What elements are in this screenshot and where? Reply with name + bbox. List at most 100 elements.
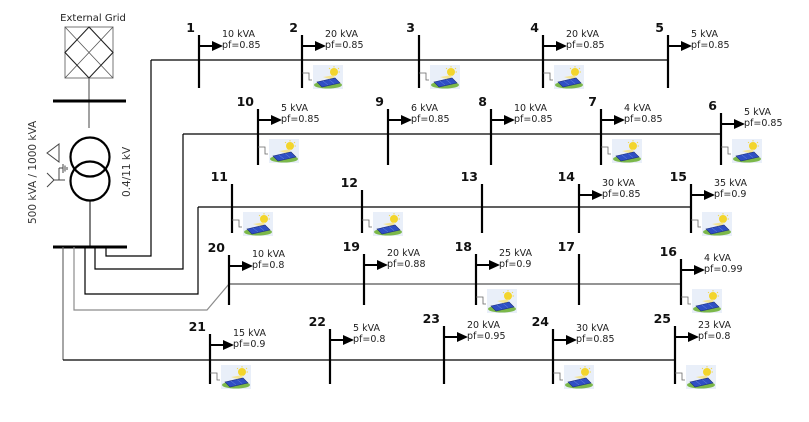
pv-connection (601, 146, 611, 155)
load-power-factor: pf=0.85 (222, 40, 261, 51)
load-rating: 5 kVA (691, 29, 718, 40)
load-power-factor: pf=0.8 (698, 331, 730, 342)
bus-number: 24 (532, 314, 550, 329)
load-rating: 35 kVA (714, 178, 748, 189)
bus-number: 16 (660, 244, 678, 259)
load-rating: 23 kVA (698, 320, 732, 331)
solar-pv-icon (242, 211, 274, 237)
load-arrow-icon (566, 335, 577, 345)
load-power-factor: pf=0.85 (624, 114, 663, 125)
load-arrow-icon (212, 41, 223, 51)
load-power-factor: pf=0.85 (566, 40, 605, 51)
bus-number: 22 (309, 314, 326, 329)
bus-17[interactable]: 17 (558, 239, 581, 305)
load-power-factor: pf=0.9 (499, 259, 531, 270)
load-arrow-icon (457, 332, 468, 342)
bus-number: 1 (186, 20, 195, 35)
pv-connection (691, 219, 701, 228)
load-arrow-icon (681, 41, 692, 51)
load-power-factor: pf=0.85 (411, 114, 450, 125)
pv-connection (721, 146, 731, 155)
load-arrow-icon (242, 261, 253, 271)
solar-pv-icon (701, 211, 733, 237)
load-power-factor: pf=0.9 (714, 189, 746, 200)
load-power-factor: pf=0.8 (252, 260, 284, 271)
load-rating: 6 kVA (411, 103, 438, 114)
load-rating: 30 kVA (602, 178, 636, 189)
pv-connection (553, 372, 563, 381)
solar-pv-icon (563, 364, 595, 390)
load-power-factor: pf=0.85 (576, 334, 615, 345)
bus-number: 14 (558, 169, 576, 184)
load-arrow-icon (694, 265, 705, 275)
bus-number: 21 (189, 319, 206, 334)
bus-number: 8 (478, 94, 487, 109)
bus-number: 15 (670, 169, 687, 184)
load-power-factor: pf=0.85 (602, 189, 641, 200)
load-power-factor: pf=0.85 (744, 118, 783, 129)
bus-3[interactable]: 3 (406, 20, 461, 90)
bus-12[interactable]: 12 (341, 175, 404, 237)
load-rating: 25 kVA (499, 248, 533, 259)
feeder-cable (94, 134, 184, 270)
bus-number: 19 (343, 239, 360, 254)
load-rating: 5 kVA (744, 107, 771, 118)
load-power-factor: pf=0.99 (704, 264, 743, 275)
pv-connection (210, 372, 220, 381)
solar-pv-icon (268, 138, 300, 164)
load-arrow-icon (271, 115, 282, 125)
solar-pv-icon (553, 64, 585, 90)
load-arrow-icon (315, 41, 326, 51)
solar-pv-icon (685, 364, 717, 390)
bus-number: 3 (406, 20, 415, 35)
pv-connection (476, 296, 486, 305)
external-grid-block: External Grid 500 kVA / 1000 kVA 0.4/ (27, 13, 133, 249)
load-arrow-icon (343, 335, 354, 345)
load-power-factor: pf=0.85 (514, 114, 553, 125)
pv-connection (232, 219, 242, 228)
solar-pv-icon (429, 64, 461, 90)
load-rating: 10 kVA (514, 103, 548, 114)
pv-connection (681, 296, 691, 305)
bus-number: 12 (341, 175, 358, 190)
load-rating: 5 kVA (353, 323, 380, 334)
load-rating: 10 kVA (252, 249, 286, 260)
pv-connection (675, 372, 685, 381)
bus-number: 18 (455, 239, 472, 254)
load-rating: 10 kVA (222, 29, 256, 40)
bus-13[interactable]: 13 (461, 169, 484, 233)
load-power-factor: pf=0.85 (281, 114, 320, 125)
bus-11[interactable]: 11 (211, 169, 274, 237)
bus-number: 9 (375, 94, 384, 109)
solar-pv-icon (611, 138, 643, 164)
load-arrow-icon (504, 115, 515, 125)
solar-pv-icon (372, 211, 404, 237)
load-rating: 20 kVA (325, 29, 359, 40)
load-rating: 4 kVA (704, 253, 731, 264)
load-arrow-icon (704, 190, 715, 200)
